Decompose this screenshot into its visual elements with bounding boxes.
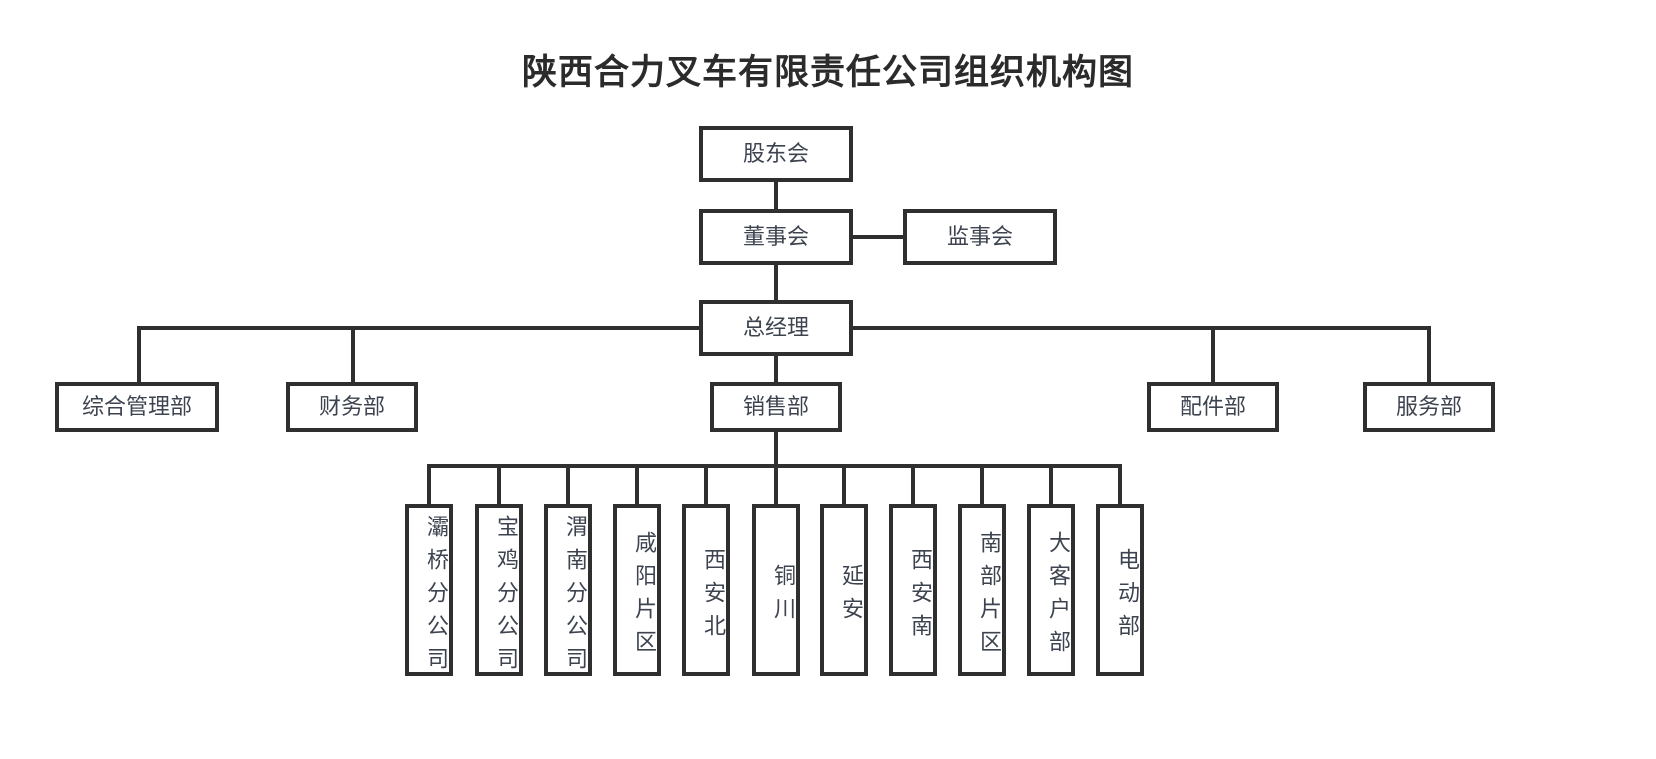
- node-sales-unit-xian-south[interactable]: 西安南: [889, 504, 937, 676]
- connector-drop-baoji: [497, 464, 501, 506]
- connector-drop-tongchuan: [774, 464, 778, 506]
- node-department-finance[interactable]: 财务部: [286, 382, 418, 432]
- connector-drop-xianyang: [635, 464, 639, 506]
- connector-shareholders-to-board: [774, 180, 778, 210]
- connector-gm-bus-left: [137, 326, 703, 330]
- node-sales-unit-yanan[interactable]: 延安: [820, 504, 868, 676]
- connector-drop-yanan: [842, 464, 846, 506]
- node-sales-unit-electric[interactable]: 电动部: [1096, 504, 1144, 676]
- connector-gm-bus-right: [849, 326, 1431, 330]
- connector-drop-xian-north: [704, 464, 708, 506]
- connector-drop-southern-region: [980, 464, 984, 506]
- connector-drop-electric: [1118, 464, 1122, 506]
- node-sales-unit-tongchuan[interactable]: 铜川: [752, 504, 800, 676]
- connector-drop-sales: [774, 354, 778, 382]
- connector-drop-finance: [351, 326, 355, 382]
- node-sales-unit-baoji[interactable]: 宝鸡分公司: [475, 504, 523, 680]
- connector-drop-baqiao: [427, 464, 431, 506]
- connector-drop-parts: [1211, 326, 1215, 382]
- node-department-parts[interactable]: 配件部: [1147, 382, 1279, 432]
- node-sales-unit-key-accounts[interactable]: 大客户部: [1027, 504, 1075, 676]
- page-title: 陕西合力叉车有限责任公司组织机构图: [521, 53, 1134, 92]
- node-shareholders-meeting[interactable]: 股东会: [699, 126, 853, 182]
- node-sales-unit-weinan[interactable]: 渭南分公司: [544, 504, 592, 680]
- connector-drop-service: [1427, 326, 1431, 382]
- node-general-manager[interactable]: 总经理: [699, 300, 853, 356]
- connector-sales-bus: [427, 464, 1119, 468]
- connector-drop-xian-south: [911, 464, 915, 506]
- node-department-sales[interactable]: 销售部: [710, 382, 842, 432]
- node-department-service[interactable]: 服务部: [1363, 382, 1495, 432]
- node-department-general-management[interactable]: 综合管理部: [55, 382, 219, 432]
- connector-board-to-general-manager: [774, 263, 778, 301]
- node-sales-unit-baqiao[interactable]: 灞桥分公司: [405, 504, 453, 680]
- node-sales-unit-xian-north[interactable]: 西安北: [682, 504, 730, 676]
- node-sales-unit-southern-region[interactable]: 南部片区: [958, 504, 1006, 676]
- node-board-of-directors[interactable]: 董事会: [699, 209, 853, 265]
- node-sales-unit-xianyang[interactable]: 咸阳片区: [613, 504, 661, 676]
- node-board-of-supervisors[interactable]: 监事会: [903, 209, 1057, 265]
- connector-drop-general-management: [137, 326, 141, 382]
- connector-drop-weinan: [566, 464, 570, 506]
- connector-sales-stem: [774, 430, 778, 466]
- connector-drop-key-accounts: [1049, 464, 1053, 506]
- connector-board-to-supervisors: [851, 235, 905, 239]
